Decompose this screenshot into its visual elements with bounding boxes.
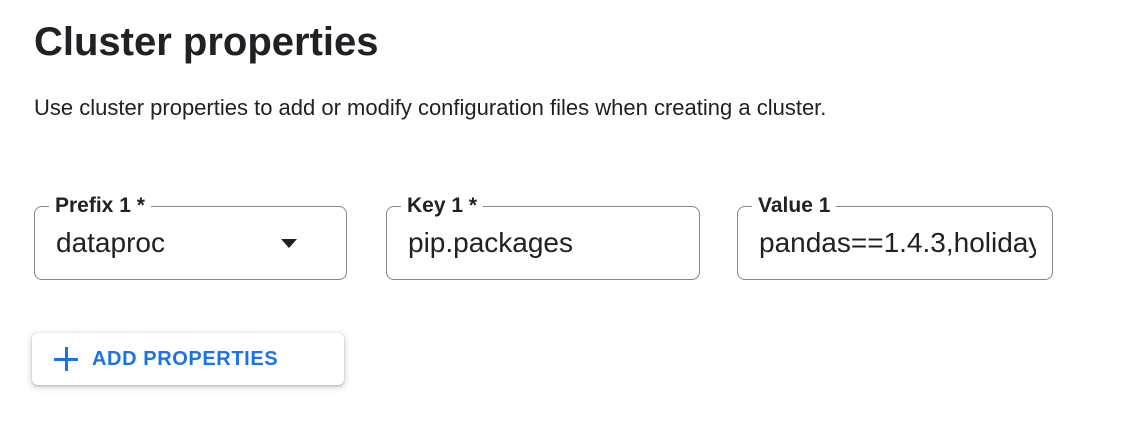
add-properties-button[interactable]: ADD PROPERTIES bbox=[32, 333, 344, 385]
value-field-label: Value 1 bbox=[752, 193, 837, 219]
add-properties-button-label: ADD PROPERTIES bbox=[92, 347, 279, 370]
dropdown-arrow-icon bbox=[281, 239, 297, 248]
prefix-selected-value: dataproc bbox=[56, 227, 165, 258]
page-description: Use cluster properties to add or modify … bbox=[34, 95, 827, 120]
key-field: Key 1 * bbox=[386, 193, 700, 280]
plus-icon bbox=[54, 347, 78, 371]
key-input[interactable] bbox=[387, 207, 699, 279]
value-input[interactable] bbox=[738, 207, 1052, 279]
prefix-select[interactable]: Prefix 1 * dataproc bbox=[34, 193, 347, 280]
value-field: Value 1 bbox=[737, 193, 1053, 280]
key-field-label: Key 1 * bbox=[401, 193, 484, 219]
prefix-field-label: Prefix 1 * bbox=[49, 193, 151, 219]
page-title: Cluster properties bbox=[34, 20, 379, 64]
